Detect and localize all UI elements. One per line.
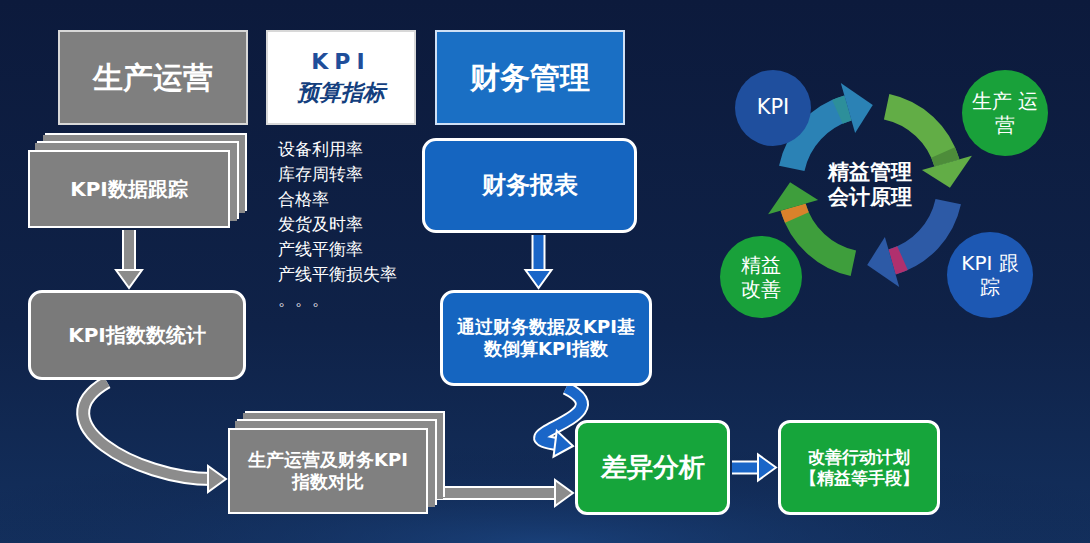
cycle-arc [793,207,853,263]
node-text: KPI数据跟踪 [70,177,188,201]
node-text: KPI [757,95,790,120]
title-box: KPI 预算指标 [266,30,416,125]
node-text: KPI指数数统计 [68,323,206,347]
arrow-shaft [534,235,544,274]
node-text: 改善行动计划 【精益等手段】 [791,447,927,488]
node-text: 精益管理 会计原理 [815,160,925,210]
node-text: 差异分析 [601,452,705,483]
arrowhead [116,270,142,288]
cycle-arc-tip [943,152,947,162]
cycle-arc-tip [892,258,902,262]
cycle-center: 精益管理 会计原理 [815,150,925,220]
kpi-item: 。。。 [278,287,397,312]
cycle-circle: 生产 运营 [962,70,1048,156]
flow-arrow [116,230,142,288]
arrowhead [554,431,573,457]
arrow-shaft [124,230,134,274]
node-text: 精益 改善 [728,253,794,301]
process-box: 改善行动计划 【精益等手段】 [778,420,940,515]
arrowhead [208,466,226,492]
process-box: KPI指数数统计 [28,290,246,380]
flow-arrow [430,480,573,506]
arrowhead [526,270,552,288]
process-box: 通过财务数据及KPI基数倒算KPI指数 [440,290,652,386]
cycle-circle: 精益 改善 [720,236,802,318]
stacked-box: KPI数据跟踪 [28,150,230,228]
title-box: 生产运营 [58,30,248,125]
arrow-outline [430,486,559,500]
cycle-arc-tip [837,108,847,112]
flow-arrow [526,235,552,288]
kpi-item: 库存周转率 [278,162,397,187]
cycle-arrowhead [768,182,818,214]
arrowhead [555,480,573,506]
process-box: 差异分析 [575,420,730,515]
bottom-glow [0,380,1090,543]
cycle-circle: KPI [735,70,811,146]
arrow-outline [83,382,212,479]
arrow-outline [122,230,136,274]
cycle-arc [892,202,948,262]
arrow-shaft [430,488,559,498]
node-text: 预算指标 [297,80,385,106]
cycle-arc [887,107,947,163]
kpi-item: 设备利用率 [278,137,397,162]
node-text: 生产运营 [93,60,213,96]
cycle-arrowhead [867,237,899,287]
kpi-item: 产线平衡率 [278,237,397,262]
arrowhead [758,455,776,481]
stacked-box: 生产运营及财务KPI指数对比 [228,428,428,514]
title-box: 财务管理 [435,30,625,125]
flow-arrow [83,382,226,492]
process-box: 财务报表 [422,138,637,233]
kpi-item: 产线平衡损失率 [278,262,397,287]
cycle-circle: KPI 跟踪 [947,232,1033,318]
node-text: 生产运营及财务KPI指数对比 [240,449,416,492]
cycle-arrowhead [841,83,873,133]
cycle-arrowhead [922,156,972,188]
kpi-item: 发货及时率 [278,212,397,237]
arrow-outline [532,235,546,274]
cycle-arc-tip [793,207,797,217]
node-text: 财务报表 [482,171,578,200]
arrow-shaft [83,382,212,479]
node-text: 生产 运营 [970,89,1040,137]
node-text: 财务管理 [470,60,590,96]
flow-arrow [732,455,776,481]
node-text: KPI 跟踪 [955,251,1025,299]
node-text: KPI [311,49,370,75]
kpi-list: 设备利用率库存周转率合格率发货及时率产线平衡率产线平衡损失率。。。 [278,137,397,312]
node-text: 通过财务数据及KPI基数倒算KPI指数 [453,316,639,359]
kpi-item: 合格率 [278,187,397,212]
